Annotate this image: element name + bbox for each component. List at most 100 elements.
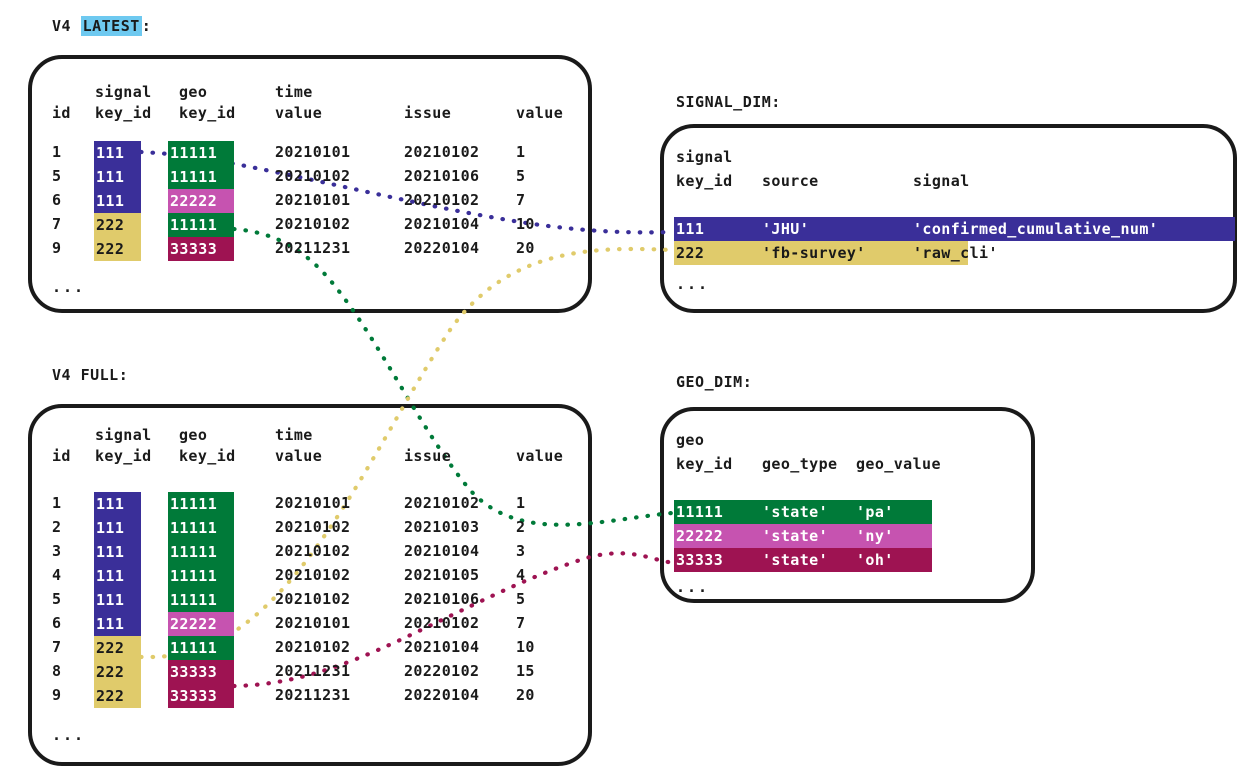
full-row-issue: 20220102 — [404, 662, 480, 680]
latest-row-signal-key-id: 111 — [94, 189, 141, 213]
geo-dim-row — [674, 500, 932, 524]
full-row-value: 1 — [516, 494, 526, 512]
latest-row-value: 20 — [516, 239, 535, 257]
full-row-issue: 20220104 — [404, 686, 480, 704]
geo-dim-geo-type: 'state' — [762, 551, 829, 569]
full-row-issue: 20210103 — [404, 518, 480, 536]
full-row-id: 5 — [52, 590, 62, 608]
latest-row-value: 10 — [516, 215, 535, 233]
latest-hdr-geo-key-id: key_id — [179, 104, 236, 122]
latest-hdr-signal-key-id: key_id — [95, 104, 152, 122]
full-hdr-signal-key-id: key_id — [95, 447, 152, 465]
full-row-value: 20 — [516, 686, 535, 704]
geo-dim-hdr-geo-value: geo_value — [856, 455, 941, 473]
full-row-geo-key-id: 11111 — [168, 564, 234, 588]
latest-row-time-value: 20210102 — [275, 167, 351, 185]
latest-row-signal-key-id: 111 — [94, 141, 141, 165]
latest-row-time-value: 20211231 — [275, 239, 351, 257]
geo-dim-geo-value: 'ny' — [856, 527, 894, 545]
full-row-geo-key-id: 11111 — [168, 492, 234, 516]
full-row-time-value: 20211231 — [275, 686, 351, 704]
latest-row-id: 5 — [52, 167, 62, 185]
latest-row-issue: 20210102 — [404, 191, 480, 209]
full-hdr-issue: issue — [404, 447, 452, 465]
latest-row-issue: 20210104 — [404, 215, 480, 233]
latest-caption-suffix: : — [141, 17, 152, 35]
full-row-signal-key-id: 222 — [94, 660, 141, 684]
full-row-time-value: 20210101 — [275, 494, 351, 512]
full-row-geo-key-id: 33333 — [168, 660, 234, 684]
latest-row-time-value: 20210101 — [275, 191, 351, 209]
geo-dim-row — [674, 548, 932, 572]
full-row-id: 7 — [52, 638, 62, 656]
latest-row-value: 5 — [516, 167, 526, 185]
geo-dim-ellipsis: ... — [676, 578, 710, 596]
full-row-id: 3 — [52, 542, 62, 560]
full-row-signal-key-id: 111 — [94, 612, 141, 636]
geo-dim-key-id: 11111 — [676, 503, 724, 521]
latest-row-geo-key-id: 11111 — [168, 213, 234, 237]
full-row-value: 7 — [516, 614, 526, 632]
latest-hdr-id: id — [52, 104, 71, 122]
full-row-geo-key-id: 11111 — [168, 516, 234, 540]
signal-dim-row — [674, 217, 1235, 241]
full-row-value: 2 — [516, 518, 526, 536]
latest-row-geo-key-id: 11111 — [168, 141, 234, 165]
full-hdr-geo-key-id: key_id — [179, 447, 236, 465]
geo-dim-geo-type: 'state' — [762, 527, 829, 545]
geo-dim-geo-value: 'oh' — [856, 551, 894, 569]
full-row-time-value: 20210102 — [275, 638, 351, 656]
full-row-value: 4 — [516, 566, 526, 584]
full-row-value: 3 — [516, 542, 526, 560]
full-row-signal-key-id: 222 — [94, 636, 141, 660]
full-row-issue: 20210104 — [404, 638, 480, 656]
full-row-value: 5 — [516, 590, 526, 608]
full-row-geo-key-id: 33333 — [168, 684, 234, 708]
latest-row-geo-key-id: 11111 — [168, 165, 234, 189]
full-row-time-value: 20210102 — [275, 566, 351, 584]
full-row-time-value: 20210102 — [275, 518, 351, 536]
full-row-id: 8 — [52, 662, 62, 680]
signal-dim-source: 'fb-survey' — [762, 244, 866, 262]
full-hdr-value2: value — [516, 447, 564, 465]
full-caption: V4 FULL: — [52, 366, 129, 384]
full-row-time-value: 20210102 — [275, 542, 351, 560]
full-ellipsis: ... — [52, 726, 86, 744]
latest-row-issue: 20220104 — [404, 239, 480, 257]
full-row-issue: 20210102 — [404, 494, 480, 512]
signal-dim-signal: 'confirmed_cumulative_num' — [913, 220, 1159, 238]
signal-dim-hdr-source: source — [762, 172, 819, 190]
latest-row-id: 9 — [52, 239, 62, 257]
latest-hdr-signal: signal — [95, 83, 152, 101]
full-row-value: 15 — [516, 662, 535, 680]
signal-dim-ellipsis: ... — [676, 275, 710, 293]
latest-table: signal geo time id key_id key_id value i… — [0, 0, 563, 296]
latest-row-geo-key-id: 33333 — [168, 237, 234, 261]
latest-ellipsis: ... — [52, 278, 86, 296]
signal-dim-hdr-key-id: key_id — [676, 172, 733, 190]
geo-dim-hdr-geo: geo — [676, 431, 705, 449]
latest-hdr-time: time — [275, 83, 313, 101]
geo-dim-geo-type: 'state' — [762, 503, 829, 521]
full-row-issue: 20210102 — [404, 614, 480, 632]
full-row-id: 6 — [52, 614, 62, 632]
full-row-issue: 20210104 — [404, 542, 480, 560]
full-row-geo-key-id: 11111 — [168, 540, 234, 564]
full-hdr-value: value — [275, 447, 323, 465]
geo-dim-row — [674, 524, 932, 548]
full-hdr-geo: geo — [179, 426, 208, 444]
geo-dim-key-id: 22222 — [676, 527, 724, 545]
signal-dim-row — [674, 241, 968, 265]
full-row-id: 2 — [52, 518, 62, 536]
full-row-id: 1 — [52, 494, 62, 512]
full-row-geo-key-id: 22222 — [168, 612, 234, 636]
full-row-id: 4 — [52, 566, 62, 584]
latest-row-geo-key-id: 22222 — [168, 189, 234, 213]
latest-row-id: 6 — [52, 191, 62, 209]
full-row-time-value: 20210102 — [275, 590, 351, 608]
full-row-signal-key-id: 111 — [94, 516, 141, 540]
full-row-signal-key-id: 111 — [94, 564, 141, 588]
latest-caption: V4 LATEST: — [52, 16, 152, 36]
latest-row-id: 7 — [52, 215, 62, 233]
